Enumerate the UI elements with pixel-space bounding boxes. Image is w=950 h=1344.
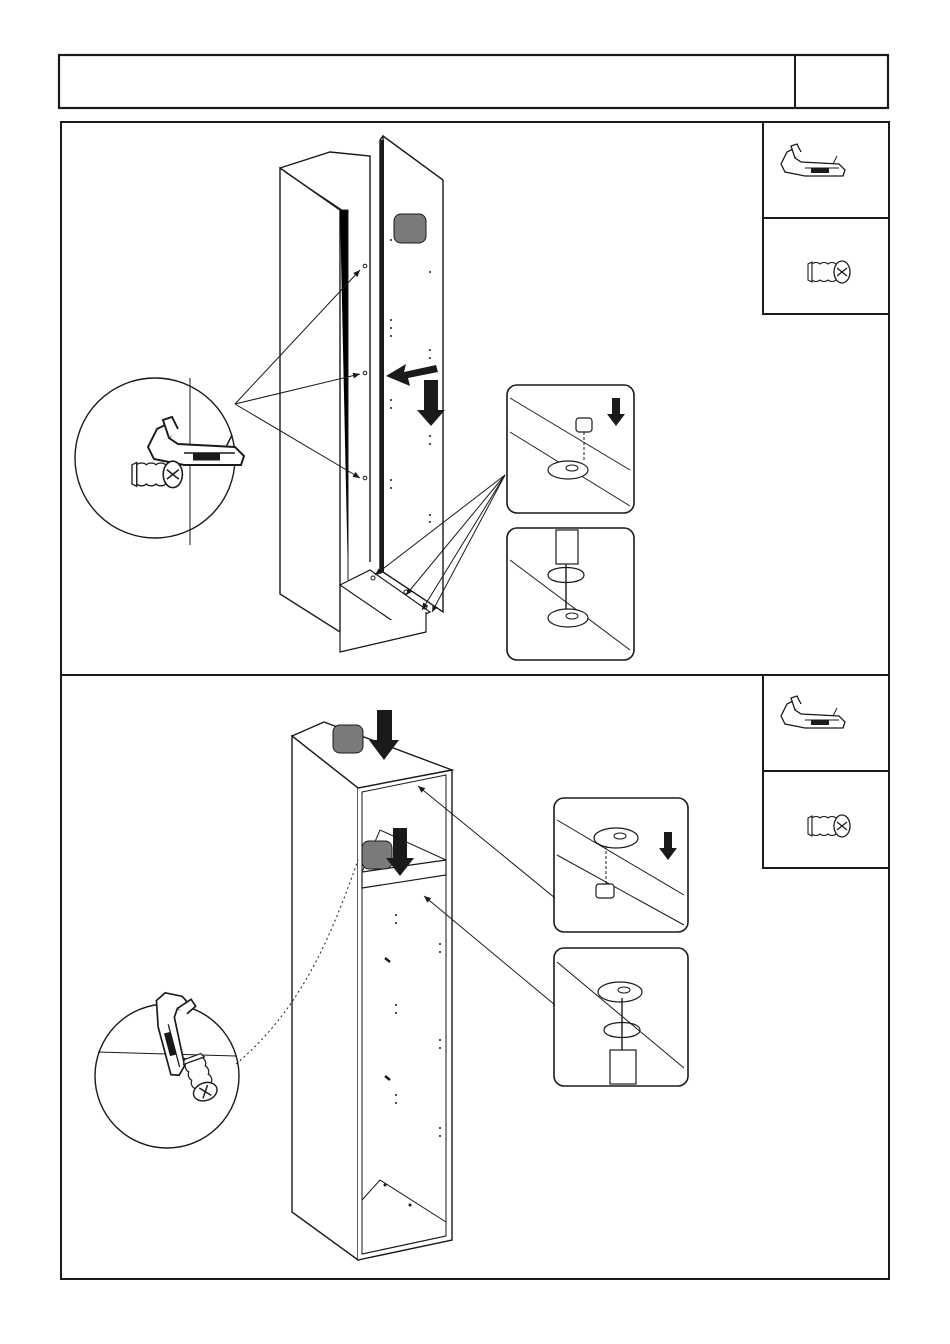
cam-insert-detail	[507, 385, 634, 513]
screw-icon	[808, 261, 850, 283]
panel-marker	[362, 841, 392, 869]
panel-marker	[333, 725, 363, 753]
step-1-parts-box	[763, 122, 889, 314]
screw-icon	[808, 815, 850, 837]
cam-insert-detail	[554, 798, 688, 932]
step-2-parts-box	[763, 675, 889, 868]
cam-turn-detail	[554, 948, 688, 1086]
assembled-cabinet	[292, 710, 452, 1260]
step-1-panel	[61, 122, 889, 675]
panel-marker	[394, 214, 426, 243]
header-bar	[59, 55, 888, 108]
cabinet-side-panel-left	[280, 152, 370, 632]
cam-turn-detail	[507, 528, 634, 660]
cabinet-side-panel-right	[380, 136, 445, 612]
step-2-panel	[61, 675, 889, 1279]
